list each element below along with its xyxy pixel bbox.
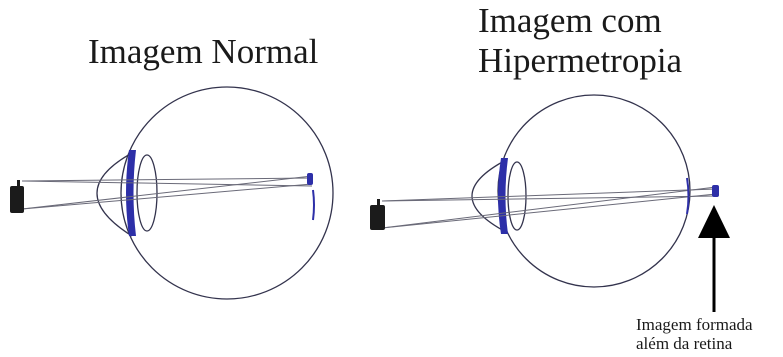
observed-object-tip (17, 180, 20, 187)
arrow-head-icon (698, 205, 730, 238)
observed-object (370, 205, 385, 230)
light-ray-lower-a (382, 187, 716, 228)
normal-eye-panel: Imagem Normal (10, 32, 333, 299)
iris-band (126, 150, 136, 236)
hyperopia-title-line1: Imagem com (478, 1, 662, 40)
iris-band (498, 158, 508, 234)
light-ray-upper-b (22, 181, 312, 186)
normal-eye-title: Imagem Normal (88, 32, 319, 71)
arrow-caption-line2: além da retina (636, 334, 733, 353)
hyperopia-eye-panel: Imagem com Hipermetropia (370, 1, 753, 353)
arrow-caption-line1: Imagem formada (636, 315, 753, 334)
image-behind-retina (712, 185, 719, 197)
light-ray-lower-b (22, 184, 312, 209)
light-ray-upper-b (382, 196, 716, 201)
retina-mark (313, 190, 314, 220)
crystalline-lens (137, 155, 157, 231)
observed-object (10, 186, 24, 213)
retina-image (307, 173, 313, 185)
hyperopia-title-line2: Hipermetropia (478, 41, 683, 80)
observed-object-tip (377, 199, 380, 206)
eyeball-outline (121, 87, 333, 299)
